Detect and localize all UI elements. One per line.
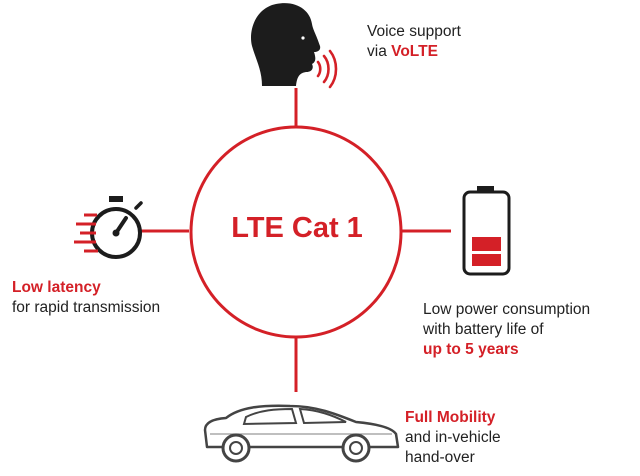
center-circle	[189, 125, 403, 339]
mobility-label: Full Mobility and in-vehicle hand-over	[405, 408, 501, 468]
mobility-highlight: Full Mobility	[405, 409, 496, 426]
car-icon	[203, 404, 400, 463]
battery-icon	[462, 186, 511, 276]
speaking-head-icon	[251, 3, 338, 89]
center-title: LTE Cat 1	[231, 212, 363, 244]
power-line1: Low power consumption	[423, 301, 591, 318]
power-line2: with battery life of	[423, 321, 544, 338]
latency-label: Low latency for rapid transmission	[12, 278, 160, 318]
power-label: Low power consumption with battery life …	[423, 300, 590, 360]
power-highlight: up to 5 years	[423, 341, 519, 358]
latency-line2: for rapid transmission	[12, 299, 161, 316]
mobility-line2: and in-vehicle	[405, 429, 501, 446]
latency-highlight: Low latency	[12, 279, 101, 296]
stopwatch-icon	[74, 196, 143, 259]
voice-line2: via VoLTE	[367, 42, 461, 62]
voice-highlight: VoLTE	[391, 43, 438, 60]
mobility-line3: hand-over	[405, 449, 475, 466]
voice-label: Voice support via VoLTE	[367, 22, 461, 62]
voice-line1: Voice support	[367, 23, 461, 40]
voice-prefix: via	[367, 43, 392, 60]
